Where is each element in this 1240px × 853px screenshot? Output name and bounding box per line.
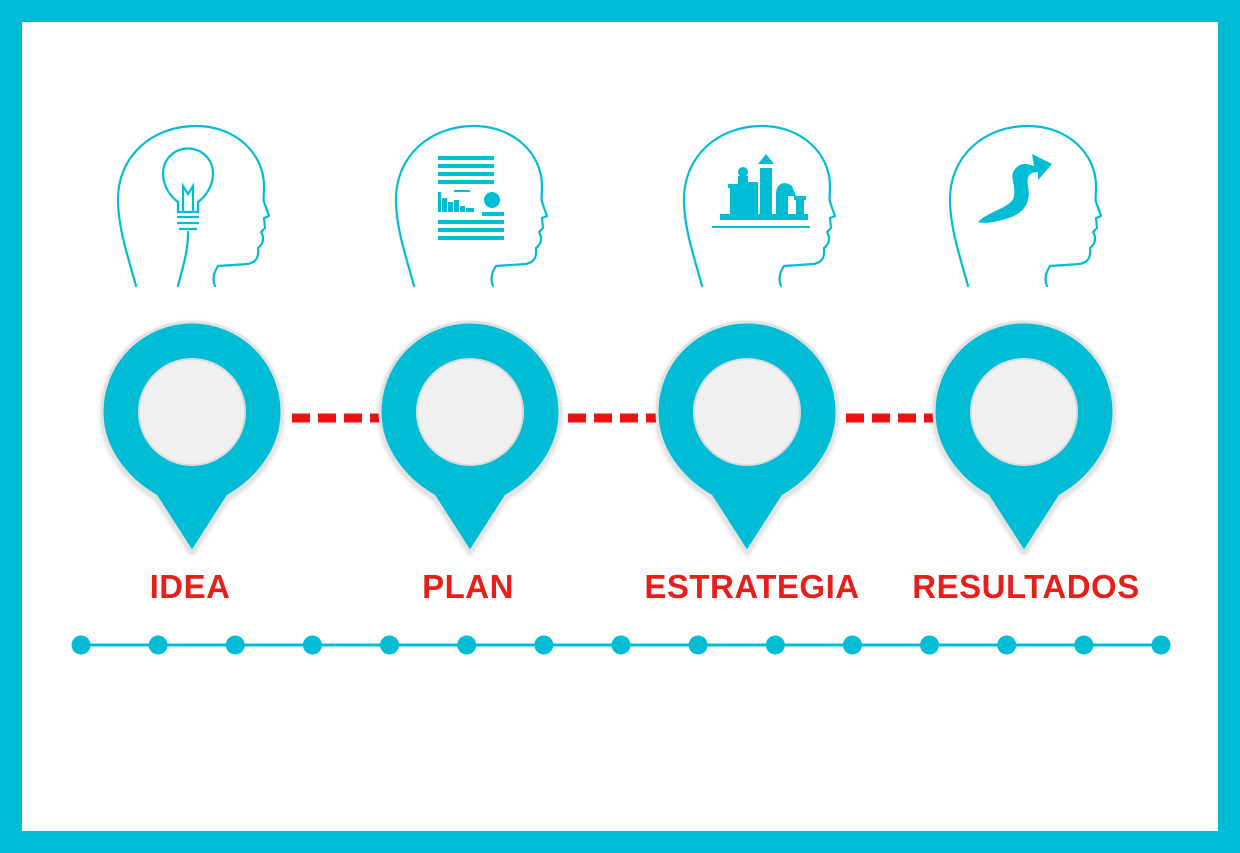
step-label-estrategia: ESTRATEGIA bbox=[644, 568, 860, 605]
timeline-dots bbox=[71, 635, 1171, 655]
document-head-icon bbox=[394, 124, 549, 288]
step-label-idea: IDEA bbox=[149, 568, 231, 605]
timeline-dot bbox=[302, 635, 322, 655]
pin-marker bbox=[378, 320, 562, 554]
arrow-head-icon bbox=[948, 124, 1103, 288]
timeline-dot bbox=[920, 635, 940, 655]
timeline-dot bbox=[380, 635, 400, 655]
pin-marker bbox=[655, 320, 839, 554]
step-label-resultados: RESULTADOS bbox=[912, 568, 1140, 605]
timeline-dot bbox=[688, 635, 708, 655]
timeline-dot bbox=[457, 635, 477, 655]
timeline-dot bbox=[1151, 635, 1171, 655]
timeline-dot bbox=[1074, 635, 1094, 655]
pin-marker bbox=[932, 320, 1116, 554]
timeline-dot bbox=[765, 635, 785, 655]
timeline-dot bbox=[148, 635, 168, 655]
lightbulb-head-icon bbox=[116, 124, 271, 288]
timeline-dot bbox=[842, 635, 862, 655]
timeline-dot bbox=[997, 635, 1017, 655]
chess-head-icon bbox=[682, 124, 837, 288]
timeline-dot bbox=[534, 635, 554, 655]
pin-marker bbox=[100, 320, 284, 554]
timeline-dot bbox=[225, 635, 245, 655]
timeline-dot bbox=[611, 635, 631, 655]
timeline-dot bbox=[71, 635, 91, 655]
step-label-plan: PLAN bbox=[422, 568, 514, 605]
